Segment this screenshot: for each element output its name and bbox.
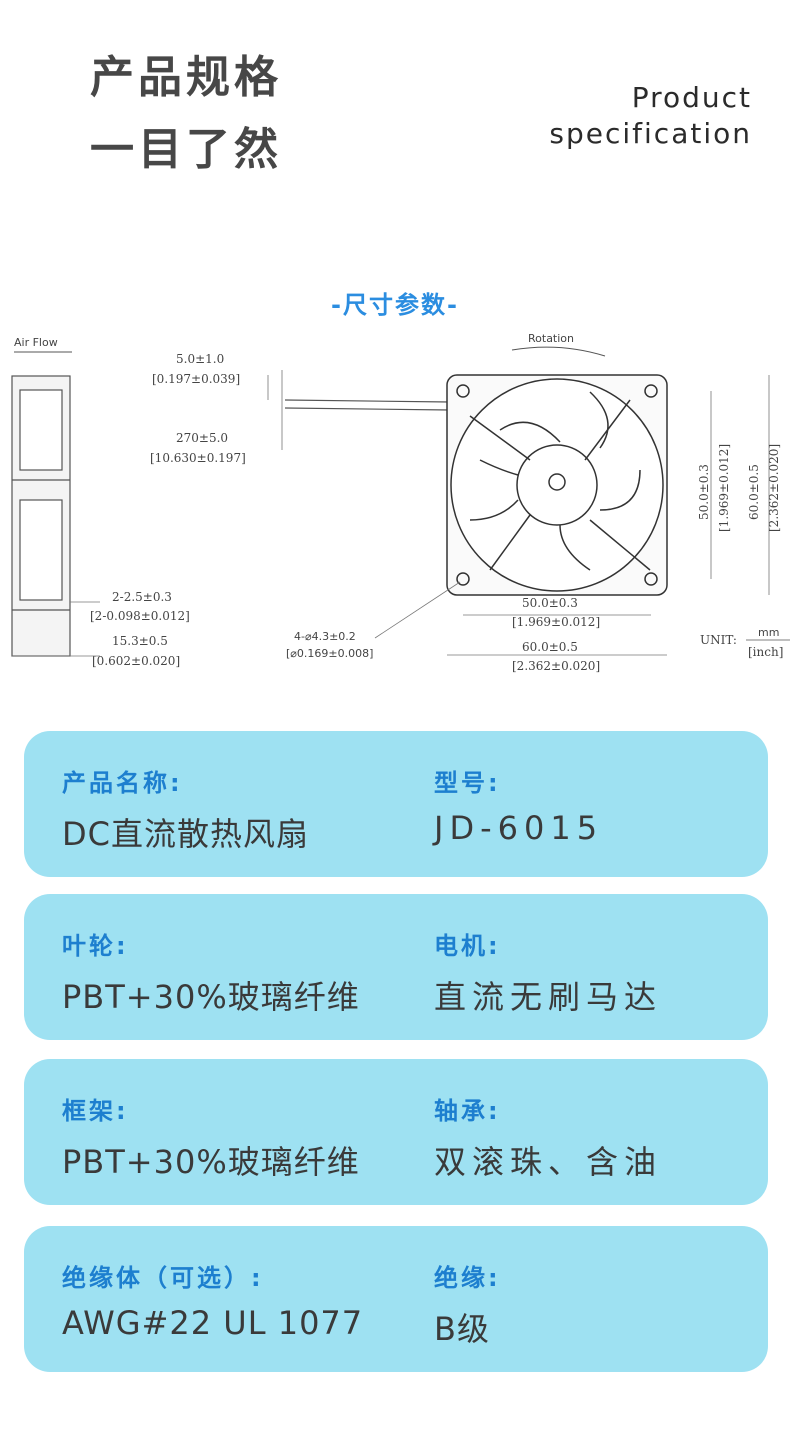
fan-dimension-drawing: Air Flow 5.0±1.0 [0.197±0.039] 270±5.0 [… [11, 332, 790, 673]
fan-side-view [11, 375, 71, 657]
fan-front-view [446, 374, 668, 596]
unit-mm: mm [758, 626, 779, 639]
spec-value-bearing: 双滚珠、含油 [434, 1143, 663, 1181]
spec-value-model: JD-6015 [434, 809, 604, 847]
dim-hole-height-mm: 50.0±0.3 [697, 464, 711, 520]
spec-card-frame: 框架: PBT+30%玻璃纤维 轴承: 双滚珠、含油 [24, 1059, 768, 1205]
header-english-line1: Product [631, 81, 752, 114]
spec-value-frame: PBT+30%玻璃纤维 [62, 1143, 360, 1181]
dim-hole-width-mm: 50.0±0.3 [522, 596, 578, 610]
spec-card-impeller: 叶轮: PBT+30%玻璃纤维 电机: 直流无刷马达 [24, 894, 768, 1040]
dim-thickness-inch: [0.602±0.020] [92, 654, 180, 668]
spec-value-motor: 直流无刷马达 [434, 978, 663, 1016]
dim-lines-left [12, 370, 283, 657]
header-english-line2: specification [549, 117, 752, 150]
dim-thickness-mm: 15.3±0.5 [112, 634, 168, 648]
dim-frame-width-inch: [2.362±0.020] [512, 659, 600, 673]
hole-leader-line [374, 581, 461, 639]
air-flow-label: Air Flow [14, 336, 58, 349]
dim-wire-strip-mm: 5.0±1.0 [176, 352, 224, 366]
dim-wire-length-inch: [10.630±0.197] [150, 451, 246, 465]
spec-label-bearing: 轴承: [434, 1097, 501, 1125]
spec-value-insulator: AWG#22 UL 1077 [62, 1304, 364, 1342]
spec-label-frame: 框架: [62, 1097, 129, 1125]
dim-frame-height-inch: [2.362±0.020] [767, 444, 781, 532]
spec-label-model: 型号: [434, 769, 501, 797]
dimension-section-title: -尺寸参数- [331, 291, 459, 319]
spec-card-product: 产品名称: DC直流散热风扇 型号: JD-6015 [24, 731, 768, 877]
dim-lines-right [447, 375, 770, 656]
spec-label-impeller: 叶轮: [62, 932, 129, 960]
spec-label-insulator: 绝缘体（可选）: [62, 1264, 264, 1292]
spec-value-insulation: B级 [434, 1310, 490, 1348]
dim-mounting-hole-mm: 4-⌀4.3±0.2 [294, 630, 356, 643]
spec-value-impeller: PBT+30%玻璃纤维 [62, 978, 360, 1016]
dim-wire-strip-inch: [0.197±0.039] [152, 372, 240, 386]
unit-inch: [inch] [748, 645, 783, 659]
header-title-line2: 一目了然 [90, 124, 282, 175]
dim-frame-width-mm: 60.0±0.5 [522, 640, 578, 654]
dim-hole-width-inch: [1.969±0.012] [512, 615, 600, 629]
dim-rib-inch: [2-0.098±0.012] [90, 609, 190, 623]
unit-label: UNIT: [700, 633, 737, 647]
rotation-label: Rotation [528, 332, 574, 345]
spec-label-product-name: 产品名称: [62, 769, 183, 797]
spec-label-motor: 电机: [434, 932, 501, 960]
dim-rib-mm: 2-2.5±0.3 [112, 590, 172, 604]
dim-frame-height-mm: 60.0±0.5 [747, 464, 761, 520]
spec-label-insulation: 绝缘: [434, 1264, 501, 1292]
spec-card-insulator: 绝缘体（可选）: AWG#22 UL 1077 绝缘: B级 [24, 1226, 768, 1372]
fan-wire [284, 399, 451, 411]
rotation-arrow [511, 346, 606, 357]
dim-wire-length-mm: 270±5.0 [176, 431, 228, 445]
header-title-line1: 产品规格 [90, 52, 282, 103]
dim-hole-height-inch: [1.969±0.012] [717, 444, 731, 532]
dim-mounting-hole-inch: [⌀0.169±0.008] [286, 647, 373, 660]
spec-value-product-name: DC直流散热风扇 [62, 815, 309, 853]
